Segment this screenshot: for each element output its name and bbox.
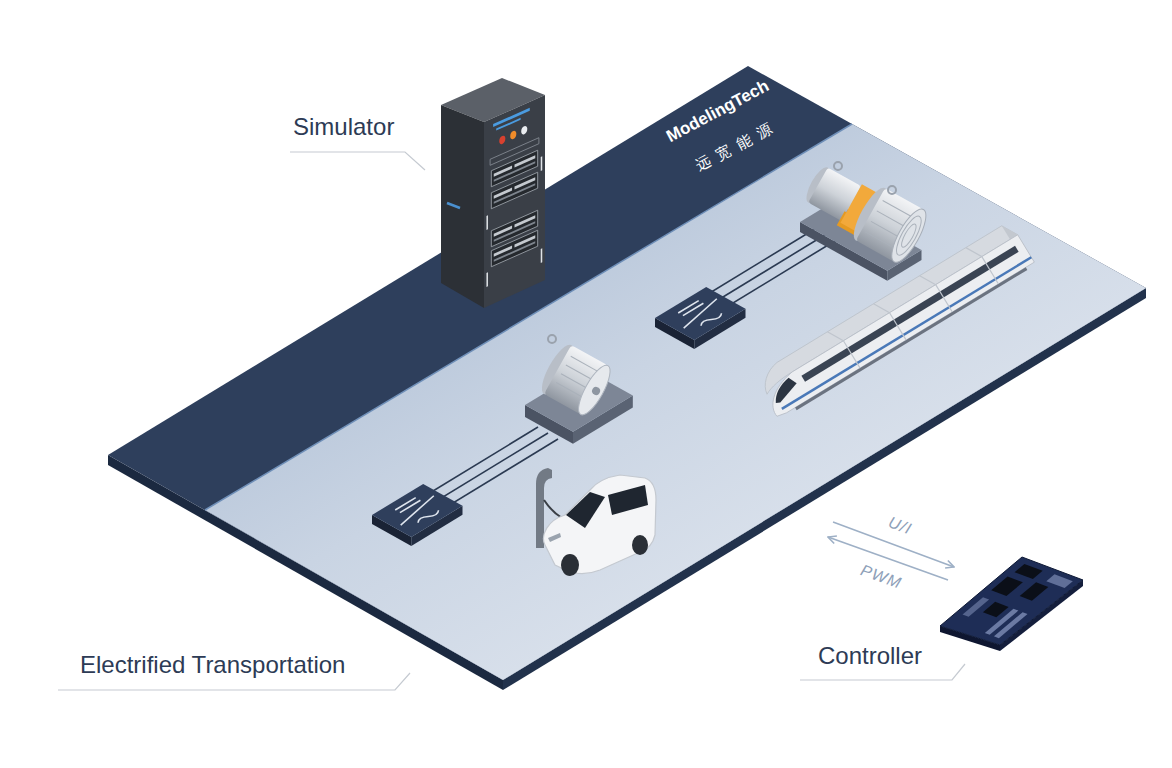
brand-logo: ModelingTech xyxy=(663,76,772,147)
node-art xyxy=(108,66,1146,690)
signal-label: U/I xyxy=(886,513,914,538)
node-heading: Controller xyxy=(818,641,922,671)
node-art xyxy=(940,557,1083,651)
node-shape xyxy=(952,553,1085,648)
simulator-cabinet: Simulator xyxy=(438,76,548,310)
leader-line xyxy=(800,664,965,680)
node-shape xyxy=(108,62,1150,694)
node-art xyxy=(441,78,545,308)
node-heading: Simulator xyxy=(293,112,394,142)
signal-arrow xyxy=(828,537,948,580)
node-heading: Electrified Transportation xyxy=(80,650,345,680)
brand-logo-cn: 远宽能源 xyxy=(693,116,783,176)
platform-region: Electrified Transportation xyxy=(108,62,1150,694)
leader-line xyxy=(290,152,425,170)
controller-board: Controller xyxy=(952,553,1085,648)
node-shape xyxy=(438,76,548,310)
leader-line xyxy=(58,673,410,690)
signal-label: PWM xyxy=(858,562,904,593)
